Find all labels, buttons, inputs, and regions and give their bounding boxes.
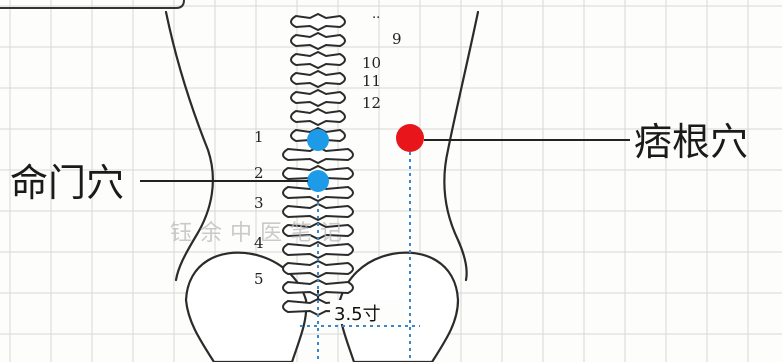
mingmen-label: 命门穴 bbox=[10, 161, 124, 205]
spine bbox=[283, 14, 353, 315]
pigen-label: 痞根穴 bbox=[634, 120, 748, 164]
measure-label: 3.5寸 bbox=[334, 304, 381, 325]
lumbar-number: 3 bbox=[254, 194, 264, 212]
vertebra bbox=[291, 109, 345, 125]
lumbar-number: 1 bbox=[254, 128, 264, 146]
mingmen-point-marker bbox=[307, 170, 329, 192]
acupoint-marker-blue bbox=[307, 129, 329, 151]
vertebra bbox=[291, 90, 345, 106]
lumbar-number: 2 bbox=[254, 164, 264, 182]
vertebra bbox=[291, 14, 345, 30]
thoracic-8-dots: .. bbox=[372, 7, 380, 22]
lumbar-number: 5 bbox=[254, 270, 264, 288]
vertebra bbox=[291, 52, 345, 68]
watermark: 钰余中医笔记 bbox=[170, 221, 350, 246]
vertebra bbox=[291, 71, 345, 87]
thoracic-number: 9 bbox=[392, 30, 402, 48]
vertebra bbox=[291, 33, 345, 49]
thoracic-number: 11 bbox=[362, 72, 381, 90]
thoracic-number: 10 bbox=[362, 54, 381, 72]
thoracic-number: 12 bbox=[362, 94, 381, 112]
pigen-point-marker bbox=[396, 124, 424, 152]
